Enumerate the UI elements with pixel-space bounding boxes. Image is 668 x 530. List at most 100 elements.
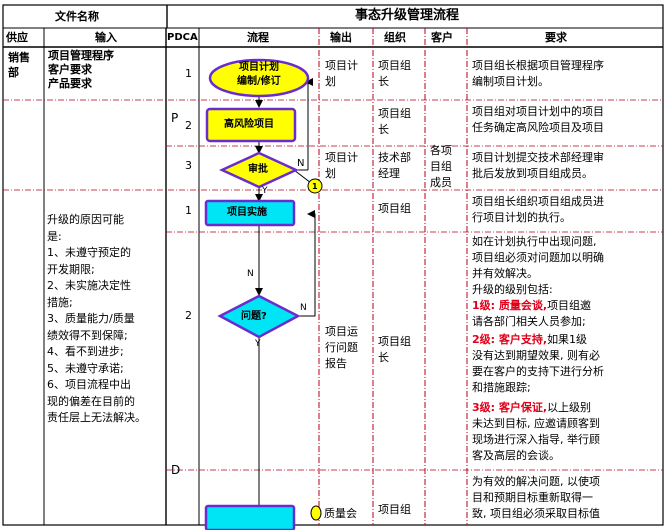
- level1-tag: 1级: 质量会谈,: [472, 299, 548, 312]
- row5-level3-line: 客及高层的会谈。: [472, 449, 560, 462]
- row5-output-3: 报告: [325, 357, 347, 370]
- row3-no-label: N: [297, 158, 305, 169]
- row3-node[interactable]: 审批: [248, 164, 268, 175]
- row1-input-2: 客户要求: [48, 63, 92, 76]
- row5-y-label: Y: [255, 339, 261, 349]
- row5-org-2: 长: [378, 351, 389, 364]
- row2-req-1: 项目组对项目计划中的项目: [472, 105, 604, 118]
- row6-pdca: D: [171, 463, 181, 477]
- row2-node[interactable]: 高风险项目: [224, 119, 274, 130]
- row6-req-line: 为有效的解决问题, 以使项: [472, 475, 600, 488]
- col-header-requirement: 要求: [545, 31, 567, 44]
- row5-output-1: 项目运: [325, 325, 358, 338]
- level2-tag: 2级: 客户支持,: [472, 333, 548, 346]
- reason-line: 开发期限;: [47, 262, 95, 276]
- row2-step: 2: [185, 119, 192, 132]
- row2-org-2: 长: [378, 123, 389, 136]
- row1-output-1: 项目计: [325, 59, 358, 72]
- row5-output-2: 行问题: [325, 341, 358, 354]
- col-header-supplier: 供应: [6, 31, 28, 44]
- row-separators: [3, 99, 663, 471]
- row5-req-line: 项目组必须对问题加以明确: [472, 251, 604, 264]
- row1-node-line1[interactable]: 项目计划: [239, 62, 279, 73]
- row3-req-1: 项目计划提交技术部经理审: [472, 151, 604, 164]
- row1-req-1: 项目组长根据项目管理程序: [472, 59, 604, 72]
- row3-customer-3: 成员: [430, 176, 452, 189]
- row3-customer-2: 目组: [430, 160, 452, 173]
- row1-output-2: 划: [325, 75, 336, 88]
- row2-pdca: P: [171, 111, 179, 125]
- level3-tag: 3级: 客户保证,: [472, 401, 548, 414]
- node-implementation-rect[interactable]: [204, 199, 296, 227]
- row4-node[interactable]: 项目实施: [227, 207, 267, 218]
- reason-line: 升级的原因可能: [47, 213, 124, 226]
- row5-step: 2: [185, 309, 192, 322]
- reason-line: 5、未遵守承诺;: [47, 361, 124, 375]
- row5-node[interactable]: 问题?: [241, 311, 267, 322]
- row2-req-2: 任务确定高风险项目及项目: [472, 121, 604, 134]
- col-header-pdca: PDCA: [167, 32, 198, 43]
- row5-level2-line: 没有达到期望效果, 则有必: [472, 349, 600, 362]
- row6-org-partial: 项目组: [378, 503, 411, 516]
- reason-line: 3、质量能力/质量: [47, 312, 135, 325]
- node-approval-diamond[interactable]: [219, 151, 299, 189]
- reason-line: 是:: [47, 229, 62, 243]
- row3-output-2: 划: [325, 167, 336, 180]
- node-high-risk-rect[interactable]: [205, 107, 297, 143]
- row3-connector: 1: [312, 182, 318, 191]
- row4-org-1: 项目组: [378, 202, 411, 215]
- node-question-diamond[interactable]: [217, 294, 301, 339]
- row4-reason-list: 升级的原因可能 是: 1、未遵守预定的 开发期限; 2、未实施决定性 措施; 3…: [47, 212, 146, 427]
- row1-req-2: 编制项目计划。: [472, 75, 549, 88]
- row5-level2-line: 和措施跟踪;: [472, 381, 531, 394]
- row3-yes-label: Y: [262, 186, 268, 196]
- dashed-columns: [318, 28, 468, 525]
- row5-level1: 1级: 质量会谈,项目组邀: [472, 298, 591, 314]
- reason-line: 4、看不到进步;: [47, 345, 124, 358]
- node-plan-ellipse[interactable]: [208, 58, 310, 98]
- doc-name-label: 文件名称: [55, 10, 99, 23]
- level1-rest: 项目组邀: [547, 299, 592, 312]
- flow-connectors: [255, 78, 316, 505]
- row5-n-label: N: [247, 269, 254, 279]
- reason-line: 现的偏差在目前的: [47, 394, 135, 408]
- row6-req-line: 目和预期目标重新取得一: [472, 491, 593, 504]
- node-bottom-partial-rect: [204, 504, 296, 530]
- row1-input-3: 产品要求: [48, 77, 92, 90]
- level3-rest: 以上级别: [547, 401, 592, 414]
- row5-org-1: 项目组: [378, 335, 411, 348]
- row2-org-1: 项目组: [378, 107, 411, 120]
- row5-req-line: 并有效解决。: [472, 267, 538, 280]
- col-header-flow: 流程: [247, 31, 269, 44]
- row5-level1-line2: 请各部门相关人员参加;: [472, 315, 586, 328]
- row5-level2-line: 要在客户的支持下进行分析: [472, 365, 604, 378]
- row6-output-partial: 质量会: [324, 507, 357, 520]
- row5-level2: 2级: 客户支持,如果1级: [472, 332, 587, 348]
- reason-line: 责任层上无法解决。: [47, 411, 146, 424]
- row1-org-2: 长: [378, 75, 389, 88]
- reason-line: 措施;: [47, 295, 73, 309]
- col-header-output: 输出: [330, 31, 352, 44]
- row3-org-1: 技术部: [378, 151, 411, 164]
- node-connector-circle: [307, 178, 323, 194]
- row5-req-line: 升级的级别包括:: [472, 283, 553, 296]
- row1-org-1: 项目组: [378, 59, 411, 72]
- row5-level3-line: 未达到目标, 应邀请顾客到: [472, 417, 600, 430]
- row5-level3: 3级: 客户保证,以上级别: [472, 400, 591, 416]
- row3-org-2: 经理: [378, 167, 400, 180]
- row1-supplier: 销售部: [8, 51, 30, 79]
- row5-n-label-right: N: [300, 303, 307, 313]
- reason-line: 1、未遵守预定的: [47, 246, 131, 259]
- row4-req-2: 行项目计划的执行。: [472, 211, 571, 224]
- row4-step: 1: [185, 204, 192, 217]
- row1-node-line2[interactable]: 编制/修订: [237, 76, 281, 87]
- reason-line: 绩效得不到保障;: [47, 328, 128, 342]
- row5-req-line: 如在计划执行中出现问题,: [472, 235, 597, 248]
- row1-step: 1: [185, 67, 192, 80]
- row6-req-line: 致, 项目组必须采取目标值: [472, 507, 600, 520]
- process-title: 事态升级管理流程: [355, 8, 460, 23]
- row3-customer-1: 各项: [430, 144, 452, 157]
- reason-line: 2、未实施决定性: [47, 279, 131, 292]
- col-header-organization: 组织: [384, 31, 406, 44]
